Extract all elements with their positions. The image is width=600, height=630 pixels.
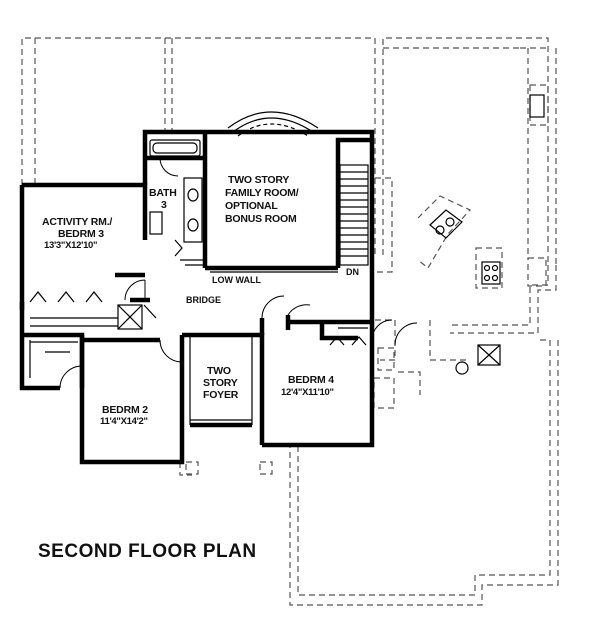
low-wall-label: LOW WALL bbox=[212, 275, 261, 285]
interior-details bbox=[29, 94, 545, 425]
foyer-label-line2: STORY bbox=[203, 377, 238, 389]
bedrm2-label: BEDRM 2 bbox=[102, 404, 148, 416]
bedrm4-label: BEDRM 4 bbox=[288, 374, 334, 386]
bridge-label: BRIDGE bbox=[186, 295, 221, 305]
plan-title: SECOND FLOOR PLAN bbox=[38, 541, 257, 562]
family-room-label-line2: FAMILY ROOM/ bbox=[225, 187, 299, 199]
room-labels: ACTIVITY RM./ BEDRM 3 13'3"X12'10" BATH … bbox=[42, 174, 359, 427]
bath-label-line1: BATH bbox=[149, 187, 177, 199]
foyer-label-line3: FOYER bbox=[203, 389, 239, 401]
stair-down-label: DN bbox=[346, 267, 359, 277]
activity-room-label-line1: ACTIVITY RM./ bbox=[42, 216, 112, 228]
exterior-walls bbox=[19, 129, 375, 465]
staircase bbox=[339, 164, 369, 266]
bedrm2-dims: 11'4"X14'2" bbox=[100, 416, 148, 427]
bath-label-line2: 3 bbox=[161, 199, 167, 211]
activity-room-label-line2: BEDRM 3 bbox=[58, 228, 104, 240]
family-room-label-line3: OPTIONAL bbox=[225, 200, 278, 212]
family-room-label-line4: BONUS ROOM bbox=[225, 213, 297, 225]
family-room-label-line1: TWO STORY bbox=[228, 174, 289, 186]
foyer-label-line1: TWO bbox=[207, 365, 231, 377]
door-swings bbox=[59, 157, 418, 389]
closet-doors bbox=[29, 239, 367, 346]
activity-room-dims: 13'3"X12'10" bbox=[44, 240, 97, 251]
bedrm4-dims: 12'4"X11'10" bbox=[281, 387, 334, 398]
